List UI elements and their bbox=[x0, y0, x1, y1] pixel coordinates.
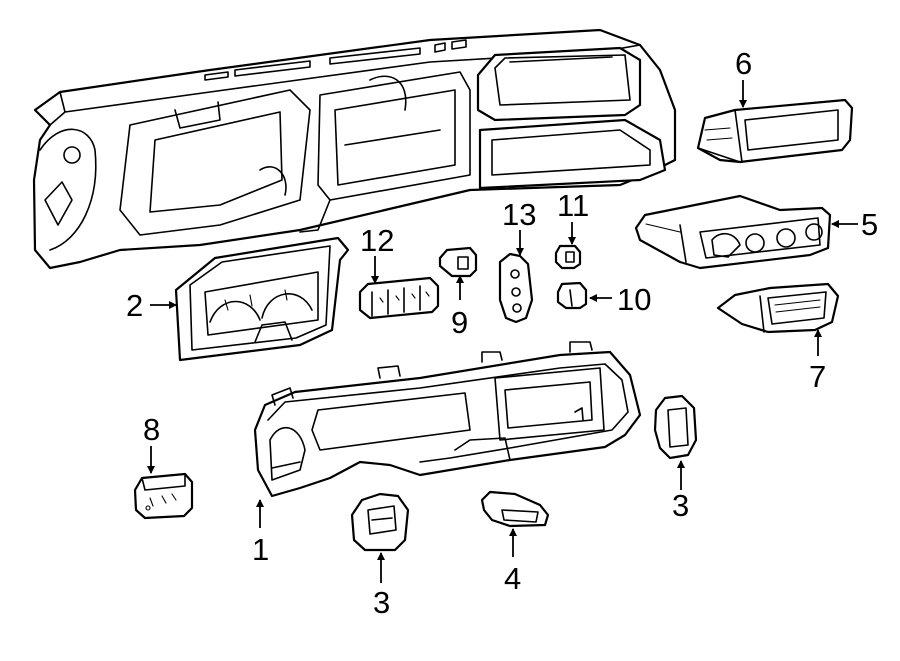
callout-10: 10 bbox=[617, 282, 651, 317]
callout-labels: 1 2 3 3 4 5 6 7 8 9 10 11 12 13 bbox=[126, 46, 878, 620]
part-10-switch bbox=[556, 281, 588, 310]
callout-11: 11 bbox=[557, 188, 589, 223]
callout-1: 1 bbox=[252, 532, 269, 567]
part-2-cluster-bezel bbox=[174, 236, 350, 362]
callout-8: 8 bbox=[143, 412, 160, 447]
part-9-switch bbox=[438, 246, 478, 278]
part-6-storage-bin bbox=[696, 98, 854, 164]
callout-13: 13 bbox=[502, 197, 536, 232]
part-8-switch-block bbox=[133, 472, 194, 520]
callout-9: 9 bbox=[451, 305, 468, 340]
part-1-dash-trim-bezel bbox=[253, 341, 642, 498]
part-7-air-vent bbox=[716, 282, 840, 334]
callout-3-left: 3 bbox=[373, 585, 390, 620]
callout-7: 7 bbox=[809, 359, 826, 394]
callout-6: 6 bbox=[735, 46, 752, 81]
instrument-panel-assembly bbox=[32, 28, 677, 270]
part-3-vent-bezel-left bbox=[350, 492, 410, 552]
callout-5: 5 bbox=[861, 207, 878, 242]
callout-2: 2 bbox=[126, 288, 143, 323]
part-4-air-vent bbox=[480, 490, 550, 528]
part-13-switch bbox=[498, 252, 534, 324]
part-12-switch-bank bbox=[358, 276, 440, 320]
part-11-switch bbox=[554, 244, 582, 270]
part-5-climate-control bbox=[634, 194, 832, 270]
part-3-vent-bezel-right bbox=[653, 394, 698, 460]
leader-arrows bbox=[147, 80, 858, 583]
callout-4: 4 bbox=[504, 561, 521, 596]
callout-3-right: 3 bbox=[672, 488, 689, 523]
callout-12: 12 bbox=[360, 223, 394, 258]
